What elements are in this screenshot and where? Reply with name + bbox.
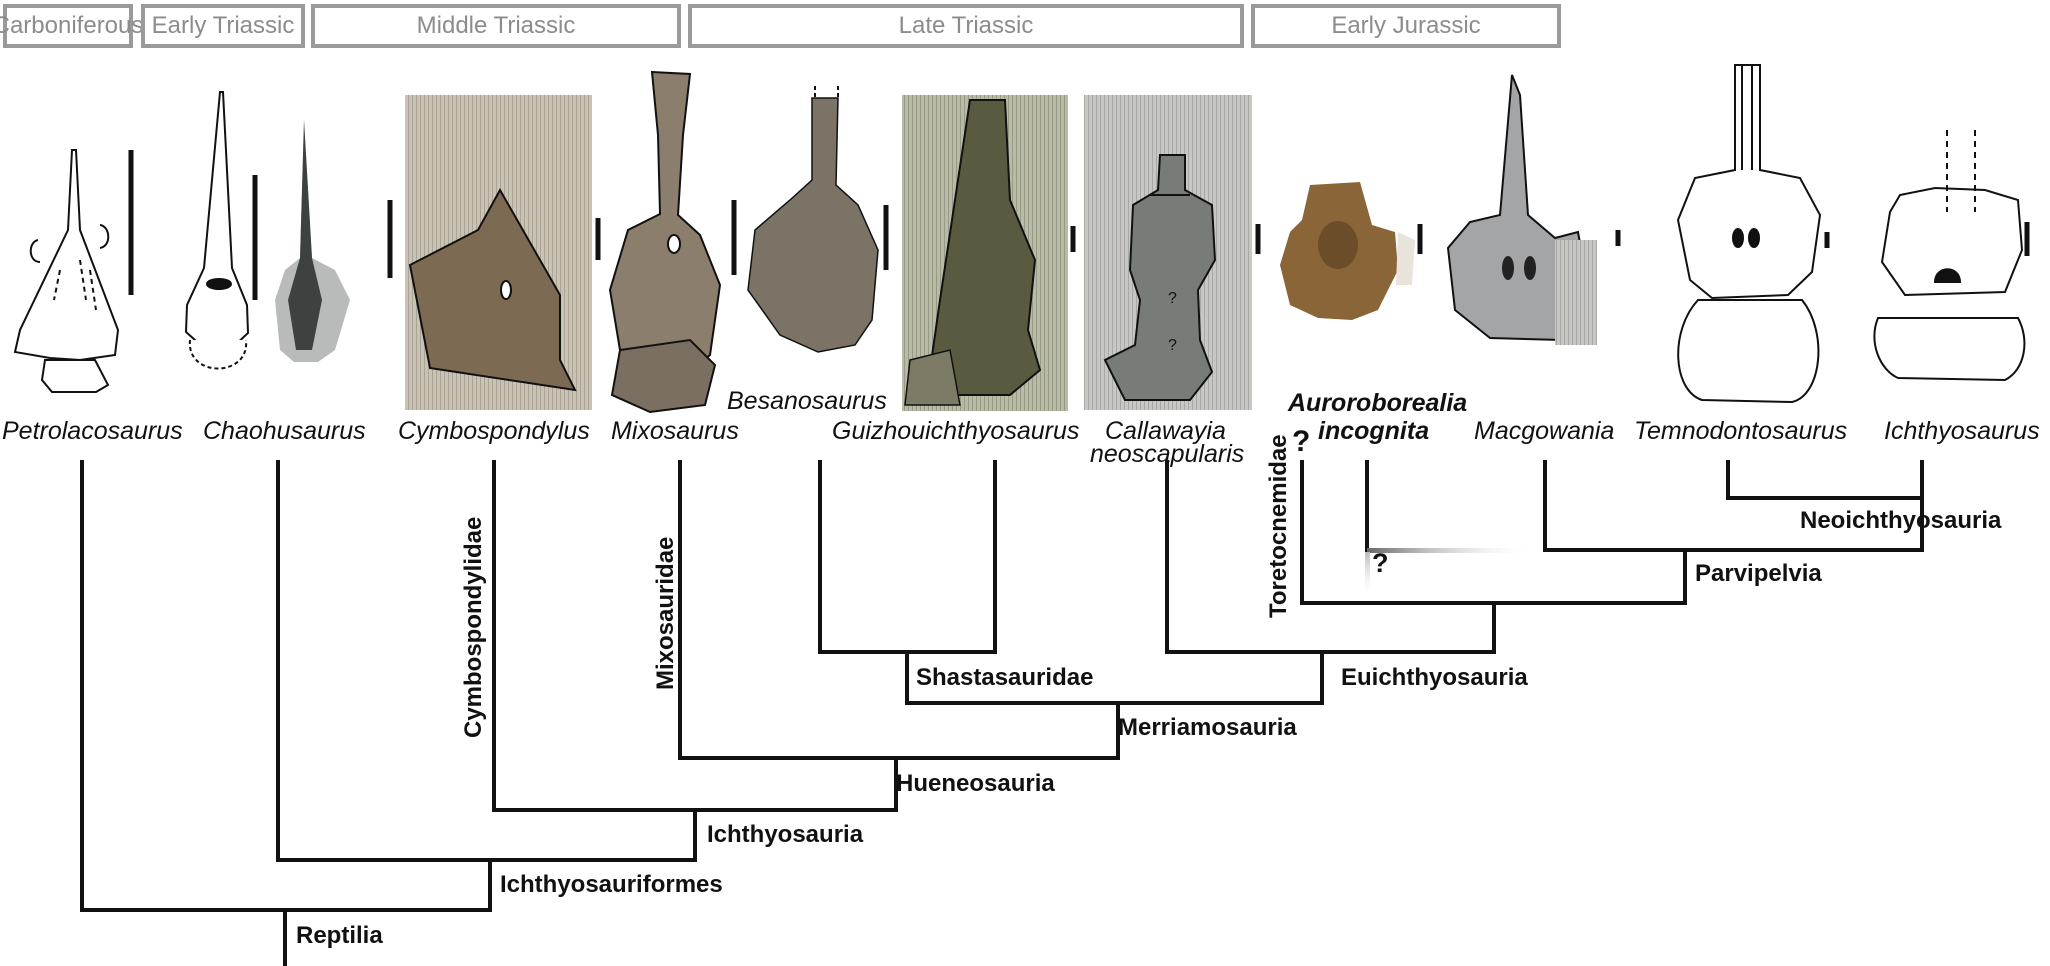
guizhouichthyosaurus-specimen (902, 95, 1068, 411)
period-label: Late Triassic (898, 12, 1034, 39)
period-label: Early Triassic (151, 12, 295, 39)
clade-hueneosauria: Hueneosauria (896, 770, 1055, 797)
clade-ichthyosauriformes: Ichthyosauriformes (500, 871, 723, 898)
cymbospondylus-specimen (405, 95, 592, 410)
clade-ichthyosauria: Ichthyosauria (707, 821, 864, 848)
toretocnemidae-question-mark: ? (1292, 425, 1311, 458)
callawayia-question-1: ? (1168, 290, 1177, 307)
period-label: Middle Triassic (416, 12, 576, 39)
period-early-triassic: Early Triassic (141, 4, 305, 48)
taxon-auroroborealia-genus: Auroroborealia (1288, 389, 1468, 417)
clade-reptilia: Reptilia (296, 922, 383, 949)
taxon-auroroborealia-species: incognita (1318, 417, 1430, 445)
clade-toretocnemidae: Toretocnemidae (1265, 434, 1292, 618)
period-label: Carboniferous (0, 12, 144, 39)
uncertain-link-horizontal (1367, 548, 1537, 553)
ichthyosaurus-specimen (1873, 130, 2026, 382)
period-middle-triassic: Middle Triassic (311, 4, 681, 48)
taxon-cymbospondylus: Cymbospondylus (398, 417, 590, 445)
taxon-temnodontosaurus: Temnodontosaurus (1634, 417, 1848, 445)
auroroborealia-question-mark: ? (1372, 548, 1389, 578)
chaohusaurus-specimen (184, 91, 250, 370)
taxon-mixosaurus: Mixosaurus (611, 417, 739, 445)
clade-mixosauridae: Mixosauridae (652, 536, 679, 690)
period-early-jurassic: Early Jurassic (1251, 4, 1561, 48)
clade-shastasauridae: Shastasauridae (916, 664, 1094, 691)
callawayia-specimen (1084, 95, 1252, 410)
period-label: Early Jurassic (1331, 12, 1481, 39)
taxon-besanosaurus: Besanosaurus (727, 387, 887, 415)
clade-euichthyosauria: Euichthyosauria (1341, 664, 1528, 691)
taxon-callawayia-genus: Callawayia (1105, 417, 1226, 445)
macgowania-specimen (1446, 74, 1597, 345)
taxon-macgowania: Macgowania (1474, 417, 1615, 445)
petrolacosaurus-specimen (13, 149, 120, 393)
taxon-ichthyosaurus: Ichthyosaurus (1884, 417, 2040, 445)
auroroborealia-specimen (1280, 182, 1415, 320)
clade-cymbospondylidae: Cymbospondylidae (460, 516, 487, 738)
besanosaurus-specimen (747, 86, 879, 353)
callawayia-question-2: ? (1168, 337, 1177, 354)
taxon-guizhouichthyosaurus: Guizhouichthyosaurus (832, 417, 1080, 445)
taxon-petrolacosaurus: Petrolacosaurus (2, 417, 183, 445)
period-late-triassic: Late Triassic (688, 4, 1244, 48)
taxon-chaohusaurus: Chaohusaurus (203, 417, 366, 445)
temnodontosaurus-specimen (1676, 64, 1822, 404)
taxon-callawayia-species: neoscapularis (1090, 440, 1245, 468)
uncertain-link-vertical (1365, 552, 1370, 600)
clade-merriamosauria: Merriamosauria (1118, 714, 1297, 741)
mixosaurus-specimen (608, 70, 722, 414)
clade-parvipelvia: Parvipelvia (1695, 560, 1822, 587)
period-carboniferous: Carboniferous (0, 4, 143, 48)
clade-neoichthyosauria: Neoichthyosauria (1800, 507, 2002, 534)
chaohusaurus-photo-specimen (275, 120, 350, 362)
